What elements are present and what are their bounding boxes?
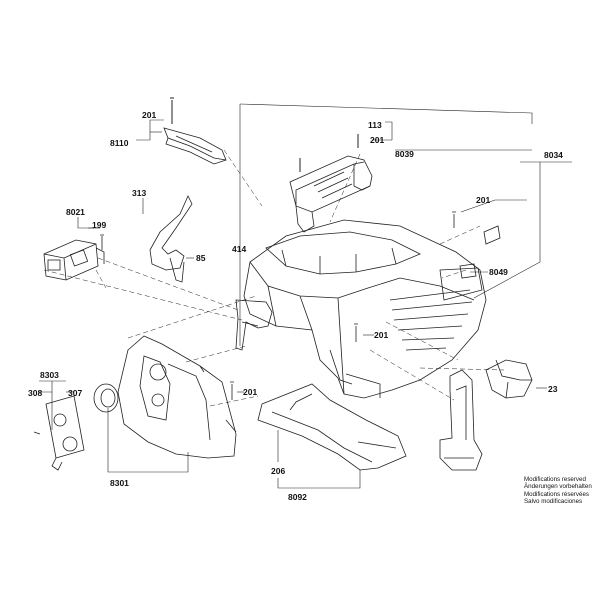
part-label: 8301 [110,478,129,488]
notice-line: Salvo modificaciones [524,498,583,506]
clamp-23 [485,359,533,399]
part-label: 8110 [110,138,129,148]
part-label: 23 [548,384,558,394]
notice-line: Modifications reserved [524,476,586,483]
knob [93,383,119,413]
part-label: 199 [92,220,106,230]
part-label: 201 [370,135,384,145]
part-label: 307 [68,388,82,398]
switch-307 [33,395,85,471]
part-label: 313 [132,188,146,198]
top-cover-8039 [289,134,373,233]
front-panel-8301 [117,335,237,459]
leader-lines [38,103,572,489]
notice-line: Modifications réservées [524,490,589,498]
part-label: 201 [374,330,388,340]
part-label: 85 [196,253,206,263]
part-label: 113 [368,120,382,130]
part-label: 206 [271,466,285,476]
carry-handle-8110 [163,97,227,165]
part-label: 414 [232,244,246,254]
hose-hook-313 [149,195,193,283]
part-label: 201 [142,110,156,120]
part-label: 8092 [288,492,307,502]
part-label: 8034 [544,150,563,160]
part-label: 8303 [40,370,59,380]
part-label: 8039 [395,149,414,159]
part-label: 201 [476,195,490,205]
latch-414 [235,299,273,351]
modifications-notice: Modifications reserved Änderungen vorbeh… [524,476,592,506]
bottom-plate-8092 [257,383,407,471]
main-housing-8034 [243,219,487,399]
part-labels: 201 8110 113 201 8039 8034 313 201 8021 … [28,110,563,502]
socket-8021 [43,239,105,281]
small-parts [100,211,501,400]
part-label: 201 [243,387,257,397]
dashed-guides [43,149,505,407]
part-label: 308 [28,388,42,398]
hose-bracket [439,369,483,471]
part-label: 8021 [66,207,85,217]
part-label: 8049 [489,267,508,277]
notice-line: Änderungen vorbehalten [524,483,592,491]
